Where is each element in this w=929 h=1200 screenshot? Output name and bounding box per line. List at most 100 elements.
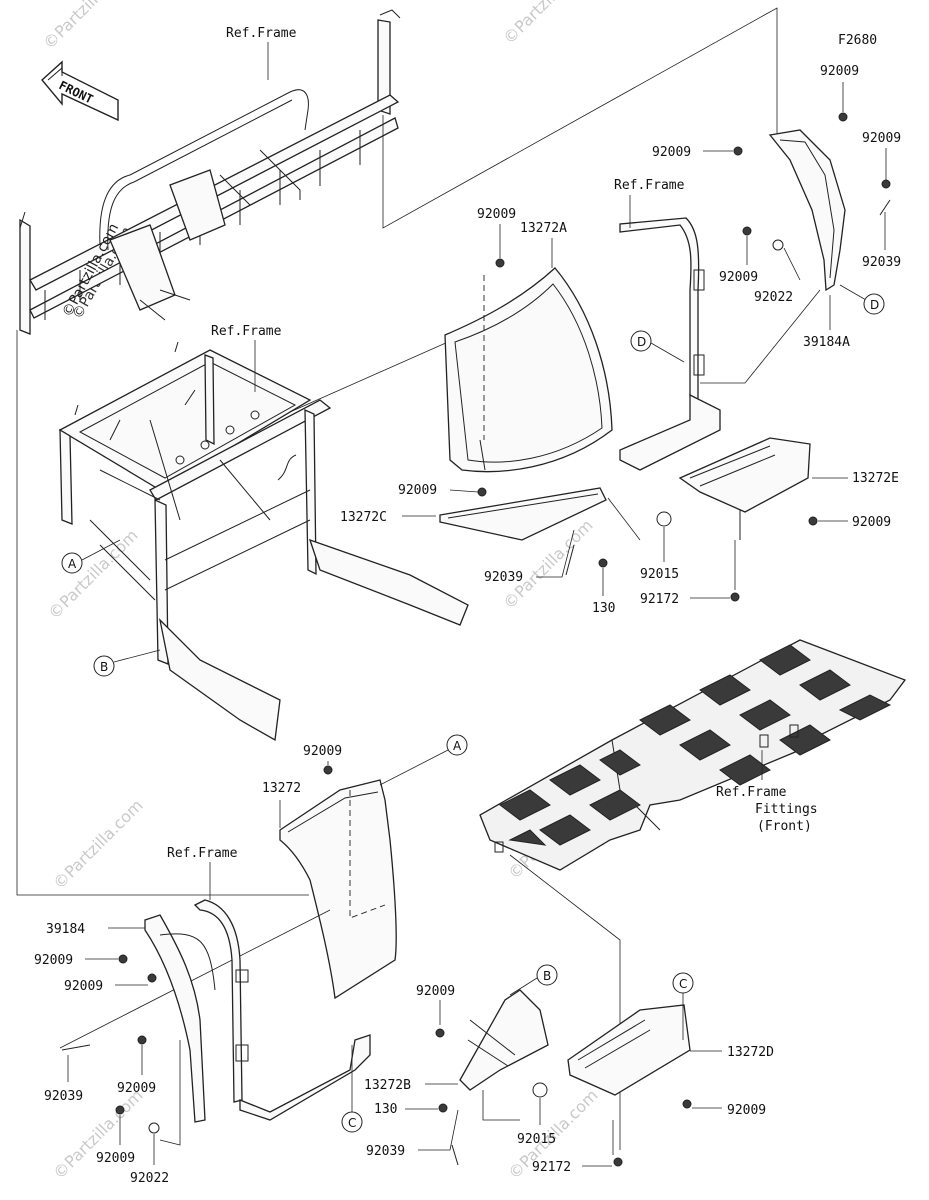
callout-c-plate: C (672, 972, 694, 1040)
part-92039-label: 92039 (484, 570, 523, 585)
ref-frame-right-label: Ref.Frame (614, 178, 685, 193)
callout-d-panel: D (839, 284, 885, 315)
plate-13272E (678, 437, 811, 540)
callout-b-label: B (100, 660, 108, 674)
clip-icon (656, 511, 672, 527)
bracket-13272B (459, 989, 549, 1091)
plate-13272D (567, 1004, 691, 1096)
bolt-icon (682, 1099, 692, 1109)
part-130-label: 130 (374, 1102, 397, 1117)
part-92022-label: 92022 (130, 1171, 169, 1186)
screw-icon (598, 558, 608, 568)
part-13272E-label: 13272E (852, 471, 899, 486)
rivet-icon (61, 1044, 91, 1051)
part-13272D-label: 13272D (727, 1045, 774, 1060)
ref-frame-fittings-label: Fittings (755, 802, 818, 817)
ref-frame-fittings-label: (Front) (757, 819, 812, 834)
part-92009-label: 92009 (398, 483, 437, 498)
screw-icon (438, 1103, 448, 1113)
part-39184A-label: 39184A (803, 335, 850, 350)
part-92022-label: 92022 (754, 290, 793, 305)
part-92009-label: 92009 (303, 744, 342, 759)
part-92172-label: 92172 (532, 1160, 571, 1175)
part-92009-label: 92009 (34, 953, 73, 968)
part-92039-label: 92039 (44, 1089, 83, 1104)
part-92009-label: 92009 (852, 515, 891, 530)
part-92015-label: 92015 (517, 1132, 556, 1147)
callout-d-frame: D (630, 330, 685, 363)
callout-b-bracket: B (509, 964, 558, 996)
part-92172-label: 92172 (640, 592, 679, 607)
floor-mat (479, 639, 907, 871)
part-92039-label: 92039 (862, 255, 901, 270)
washer-icon (148, 1122, 160, 1134)
part-13272-label: 13272 (262, 781, 301, 796)
callout-a-frame: A (61, 539, 121, 574)
callout-c-frame: C (341, 1045, 363, 1133)
ref-frame-lower-label: Ref.Frame (167, 846, 238, 861)
part-92009-label: 92009 (64, 979, 103, 994)
rivet-icon (565, 544, 575, 576)
ref-frame-fittings-label: Ref.Frame (716, 785, 787, 800)
watermark-text: ©Partzilla.com (49, 796, 146, 893)
bolt-icon (495, 258, 505, 268)
clip-icon (532, 1082, 548, 1098)
bolt-icon (881, 179, 891, 189)
left-frame-bracket (193, 899, 371, 1121)
bracket-13272C (439, 487, 607, 541)
rivet-icon (879, 199, 891, 216)
bolt-icon (477, 487, 487, 497)
watermark-text: ©Partzilla.com (499, 0, 596, 48)
part-92009-label: 92009 (727, 1103, 766, 1118)
bolt-icon (435, 1028, 445, 1038)
part-92009-label: 92009 (117, 1081, 156, 1096)
watermark-text: ©Partzilla.com (44, 526, 141, 623)
washer-icon (772, 239, 784, 251)
callout-c-label: C (348, 1116, 356, 1130)
panel-13272 (279, 779, 397, 1000)
rivet-icon (451, 1144, 459, 1166)
front-arrow: FRONT (41, 60, 119, 122)
part-39184-label: 39184 (46, 922, 85, 937)
bolt-icon (323, 765, 333, 775)
callout-a-label: A (68, 557, 77, 571)
bolt-icon (742, 226, 752, 236)
main-frame (58, 341, 469, 742)
callout-d-label: D (870, 298, 879, 312)
screw-icon (730, 592, 740, 602)
part-92039-label: 92039 (366, 1144, 405, 1159)
part-92015-label: 92015 (640, 567, 679, 582)
watermark-text: ©Partzilla.com (39, 0, 136, 53)
callout-d-label: D (637, 335, 646, 349)
diagram-code: F2680 (838, 33, 877, 48)
part-92009-label: 92009 (820, 64, 859, 79)
callout-a-panel: A (379, 734, 468, 786)
rear-rack-frame: ©Partzilla.com (19, 9, 401, 335)
bolt-icon (147, 973, 157, 983)
bolt-icon (118, 954, 128, 964)
callout-a-label: A (453, 739, 462, 753)
panel-13272A (444, 267, 613, 473)
bolt-icon (115, 1105, 125, 1115)
bolt-icon (808, 516, 818, 526)
callout-b-frame: B (93, 649, 161, 677)
part-92009-label: 92009 (96, 1151, 135, 1166)
right-frame-bracket (619, 217, 721, 471)
ref-frame-top-label: Ref.Frame (226, 26, 297, 41)
bolt-icon (137, 1035, 147, 1045)
part-130-label: 130 (592, 601, 615, 616)
bolt-icon (838, 112, 848, 122)
ref-frame-mid-label: Ref.Frame (211, 324, 282, 339)
part-92009-label: 92009 (477, 207, 516, 222)
callout-b-label: B (543, 969, 551, 983)
part-92009-label: 92009 (719, 270, 758, 285)
panel-39184A (768, 129, 846, 292)
part-92009-label: 92009 (416, 984, 455, 999)
callout-c-label: C (679, 977, 687, 991)
bolt-icon (733, 146, 743, 156)
screw-icon (613, 1157, 623, 1167)
part-92009-label: 92009 (862, 131, 901, 146)
part-13272C-label: 13272C (340, 510, 387, 525)
panel-39184 (144, 914, 216, 1123)
